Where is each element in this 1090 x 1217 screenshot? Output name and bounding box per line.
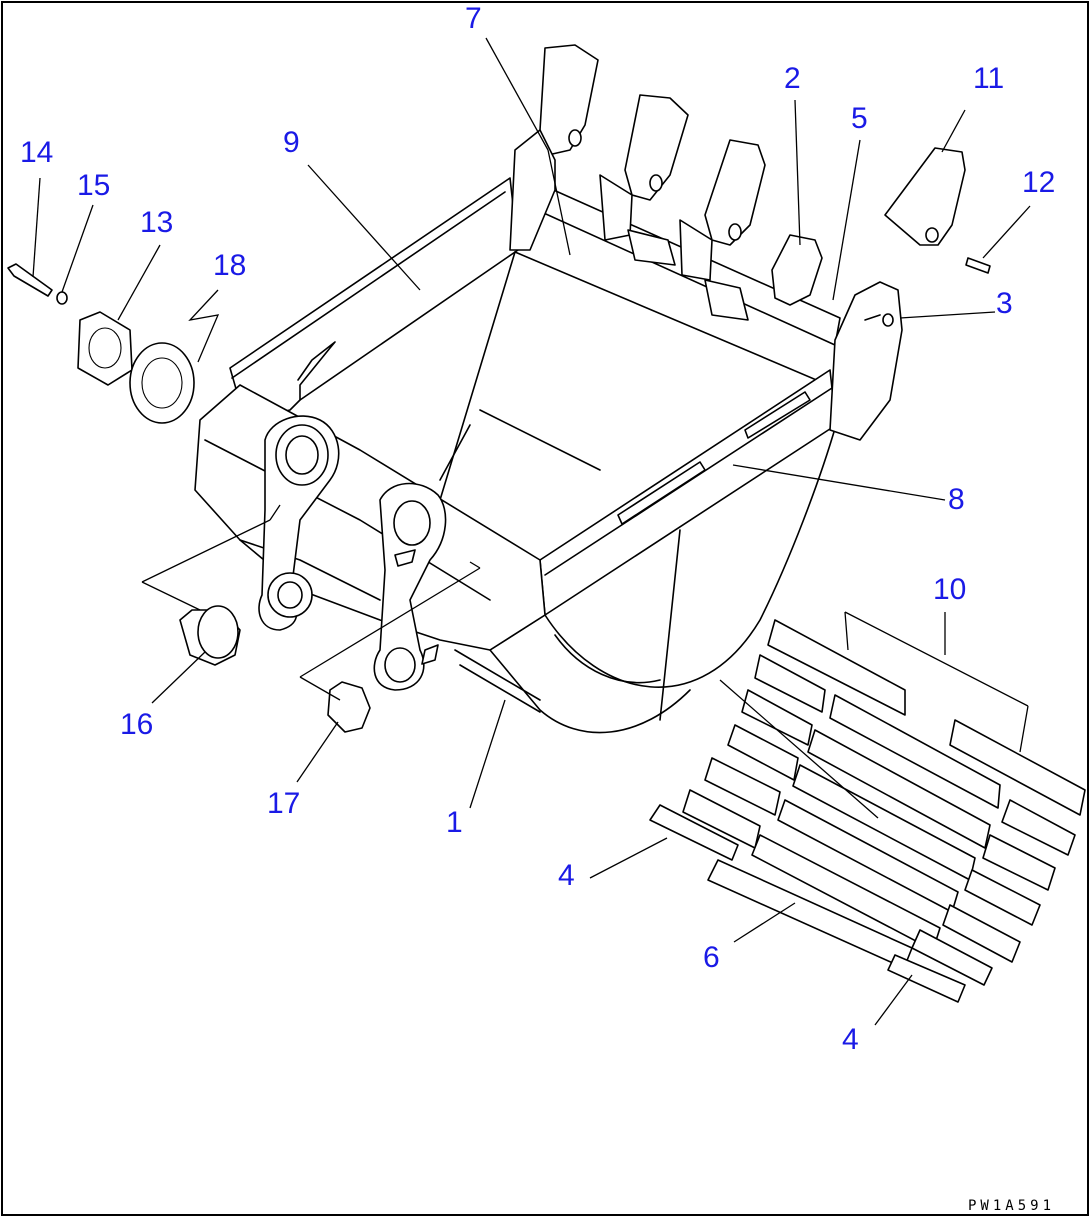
leader-lines <box>32 37 1031 1026</box>
teeth-row <box>509 44 991 441</box>
tooth-pin <box>965 257 991 274</box>
label-5: 5 <box>851 102 868 135</box>
label-4b: 4 <box>842 1023 859 1056</box>
label-15: 15 <box>77 169 110 202</box>
bolt <box>7 263 53 297</box>
label-3: 3 <box>996 287 1013 320</box>
small-bushing <box>327 681 371 733</box>
label-13: 13 <box>140 206 173 239</box>
side-cutter <box>829 281 903 441</box>
label-4a: 4 <box>558 859 575 892</box>
label-2: 2 <box>784 62 801 95</box>
label-12: 12 <box>1022 166 1055 199</box>
small-parts <box>7 263 371 733</box>
part-labels: 7 2 11 5 9 14 15 12 13 18 3 8 10 16 17 1… <box>20 2 1055 1214</box>
shim-plate <box>77 311 133 386</box>
label-1: 1 <box>446 806 463 839</box>
spacer <box>129 342 195 424</box>
bucket-assembly <box>194 177 841 734</box>
label-6: 6 <box>703 941 720 974</box>
label-14: 14 <box>20 136 53 169</box>
label-9: 9 <box>283 126 300 159</box>
label-16: 16 <box>120 708 153 741</box>
label-10: 10 <box>933 573 966 606</box>
label-17: 17 <box>267 787 300 820</box>
rear-boss-tube <box>194 384 546 651</box>
label-8: 8 <box>948 483 965 516</box>
label-11: 11 <box>973 62 1004 95</box>
washer <box>56 291 68 305</box>
loose-tooth <box>884 147 966 246</box>
label-7: 7 <box>465 2 482 35</box>
drawing-code: PW1A591 <box>968 1198 1055 1214</box>
wear-plates <box>649 619 1086 1003</box>
label-18: 18 <box>213 249 246 282</box>
